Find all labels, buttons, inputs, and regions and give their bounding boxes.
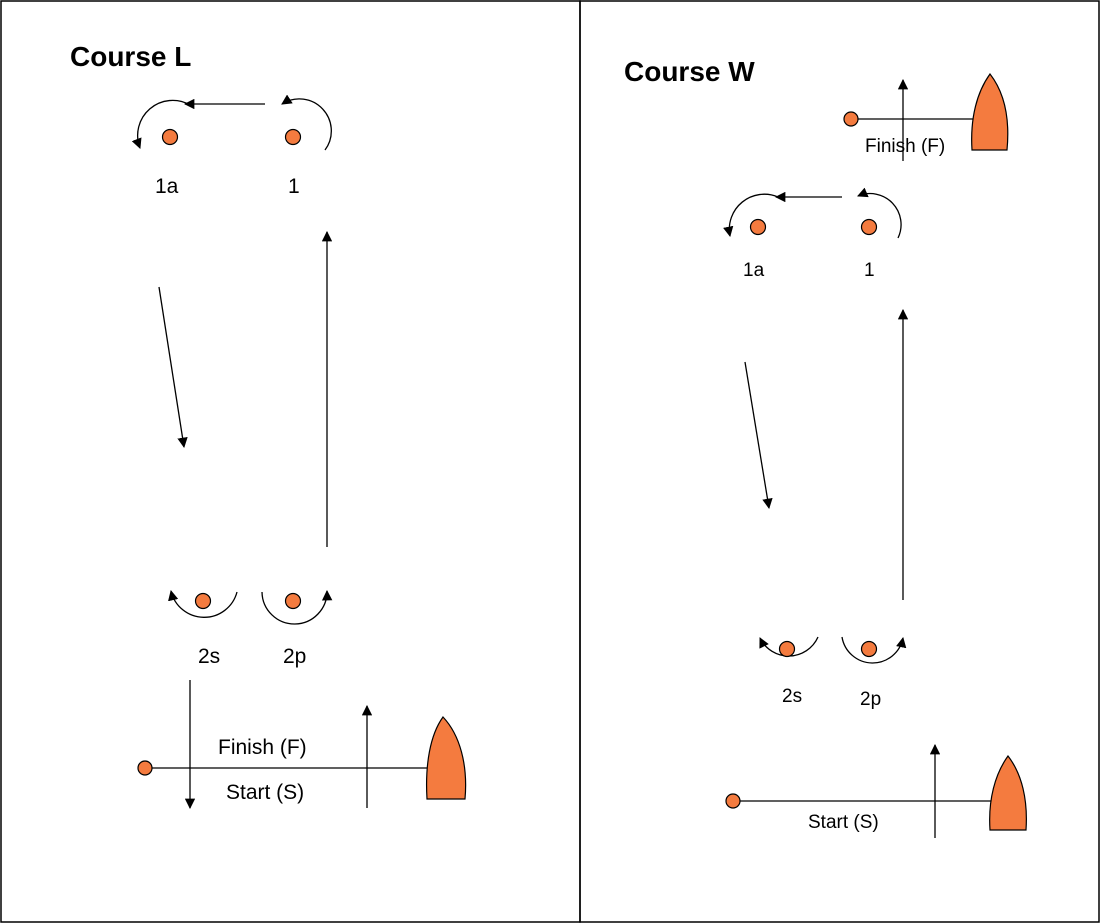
- mark-1-label: 1: [864, 260, 875, 281]
- mark-1a-rounding-arrow: [131, 99, 191, 149]
- mark-1a-rounding-arrow: [723, 193, 779, 238]
- mark-2p-label: 2p: [283, 645, 306, 668]
- course-l-panel: Course L 1a 1 2s 2p Finish (F) Start (S): [70, 41, 467, 810]
- mark-2s-label: 2s: [198, 645, 220, 668]
- mark-1a-label: 1a: [743, 260, 765, 281]
- mark-2s-buoy: [194, 592, 212, 610]
- run-leg-arrow: [744, 361, 773, 510]
- finish-label: Finish (F): [218, 736, 307, 759]
- pin-end-buoy: [137, 760, 153, 776]
- panel-right-border: [579, 0, 1100, 923]
- mark-1a-buoy: [749, 218, 767, 236]
- start-pin-buoy: [725, 793, 741, 809]
- mark-1a-label: 1a: [155, 175, 179, 198]
- mark-1-label: 1: [288, 175, 300, 198]
- finish-label: Finish (F): [865, 136, 945, 157]
- mark-2p-rounding-arrow: [261, 589, 333, 625]
- mark-2s-buoy: [778, 640, 796, 658]
- finish-committee-boat: [971, 72, 1009, 151]
- mark-2s-rounding-arrow: [168, 589, 238, 618]
- mark-1a-buoy: [161, 128, 179, 146]
- course-w-title: Course W: [624, 56, 755, 87]
- course-w-panel: Course W Finish (F) 1a 1 2s 2p Start (S): [624, 56, 1027, 838]
- mark-2p-buoy: [284, 592, 302, 610]
- start-committee-boat: [989, 754, 1027, 831]
- mark-2p-buoy: [860, 640, 878, 658]
- mark-1-rounding-arrow: [857, 187, 902, 239]
- start-label: Start (S): [226, 781, 304, 804]
- mark-1-buoy: [284, 128, 302, 146]
- mark-2p-label: 2p: [860, 689, 881, 710]
- mark-1-rounding-arrow: [281, 94, 332, 151]
- course-l-title: Course L: [70, 41, 191, 72]
- mark-2p-rounding-arrow: [841, 636, 907, 664]
- committee-boat: [426, 716, 467, 800]
- start-label: Start (S): [808, 812, 879, 833]
- mark-1-buoy: [860, 218, 878, 236]
- mark-2s-label: 2s: [782, 686, 802, 707]
- run-leg-arrow: [158, 286, 188, 449]
- finish-pin-buoy: [843, 111, 859, 127]
